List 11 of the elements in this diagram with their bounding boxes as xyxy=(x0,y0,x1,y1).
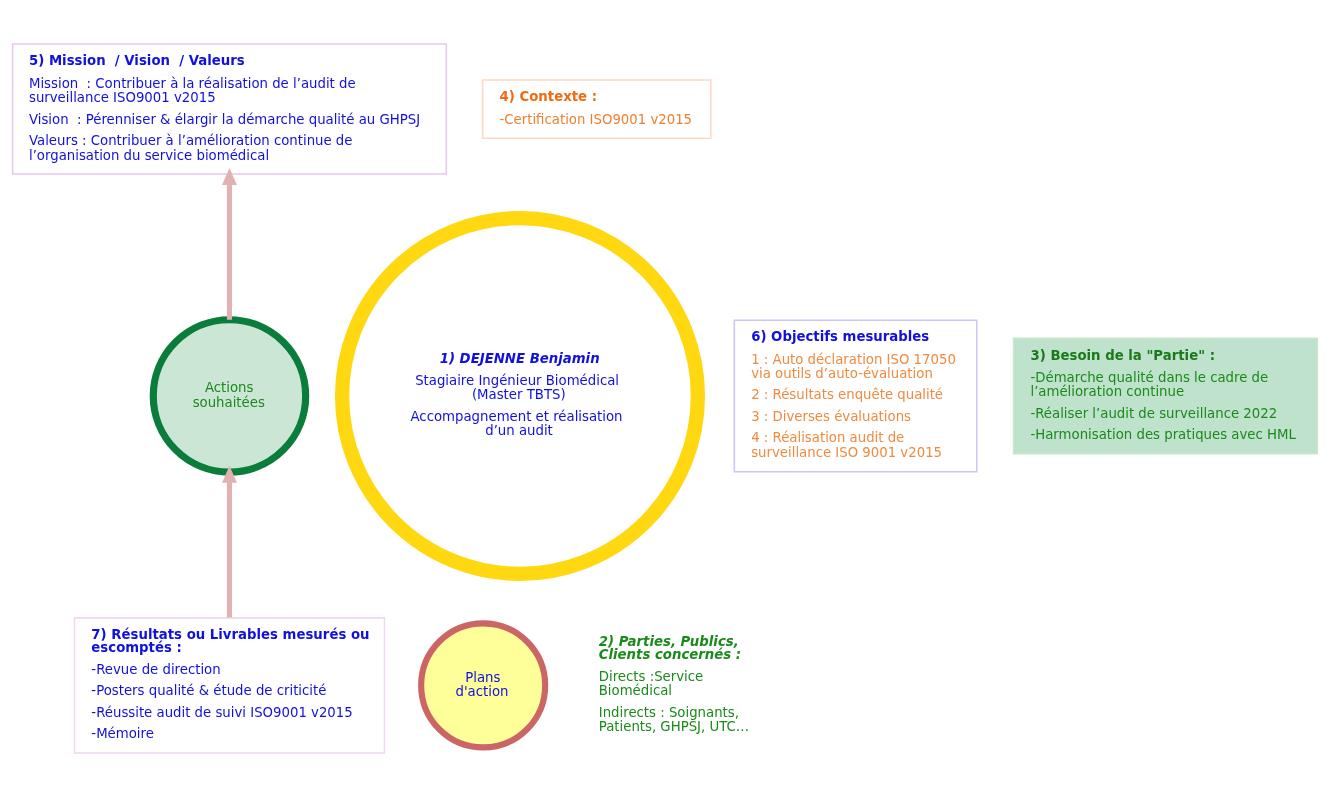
arrow xyxy=(222,465,237,617)
node-box: 6) Objectifs mesurables 1 : Auto déclaration ISO 17050 via outils d’auto-évaluation 2 : Résultats enquête qualité 3 : Diverses évaluations 4 : Réalisation audit de surveillance ISO 9001 v2015 xyxy=(733,318,978,472)
node-circle: Plans d'action xyxy=(418,619,549,750)
node-text: 2) Parties, Publics, Clients concernés : Directs :Service Biomédical Indirects : Soignants, Patients, GHPSJ, UTC… xyxy=(598,633,750,734)
node-box: 5) Mission / Vision / Valeurs Mission : Contribuer à la réalisation de l’audit de surveillance ISO9001 v2015 Vision : Pérenniser & élargir la démarche qualité au GHPSJ Valeurs : Contribuer à l’amélioration continue de l’organisation du service biomédical xyxy=(11,42,448,175)
node-box: 4) Contexte : -Certification ISO9001 v2015 xyxy=(481,78,712,139)
node-circle: Actions souhaitées xyxy=(149,315,310,476)
node-circle: 1) DEJENNE Benjamin Stagiaire Ingénieur Biomédical (Master TBTS) Accompagnement et réalisation d’un audit xyxy=(334,210,706,581)
node-box: 7) Résultats ou Livrables mesurés ou escomptés : -Revue de direction -Posters qualité & étude de criticité -Réussite audit de suivi ISO9001 v2015 -Mémoire xyxy=(73,616,386,754)
node-box: 3) Besoin de la "Partie" : -Démarche qualité dans le cadre de l’amélioration continue -Réaliser l’audit de surveillance 2022 -Harmonisation des pratiques avec HML xyxy=(1012,336,1319,454)
arrow xyxy=(222,167,237,320)
